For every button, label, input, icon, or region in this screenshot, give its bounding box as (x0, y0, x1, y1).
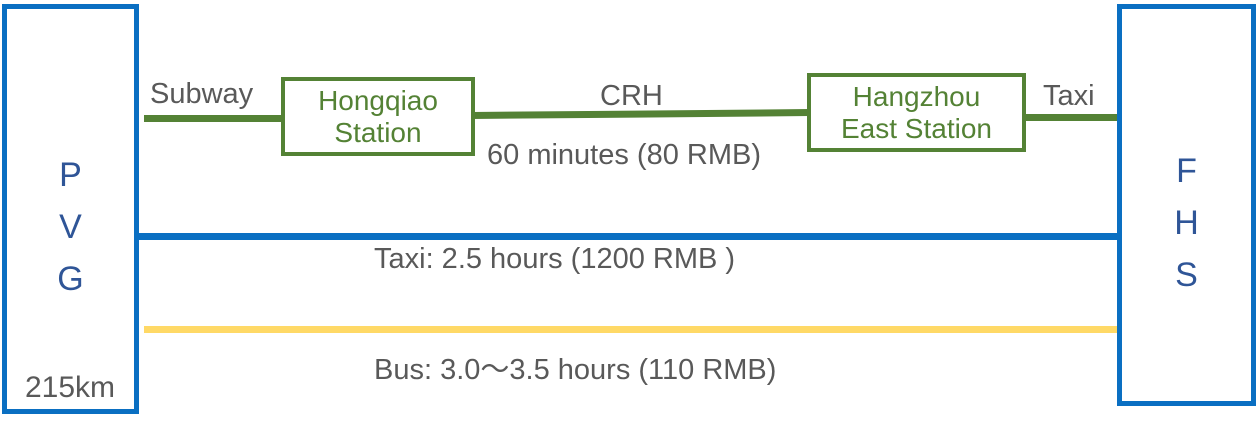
destination-box-fhs: F H S (1117, 4, 1256, 406)
station-hangzhou-east: Hangzhou East Station (807, 73, 1026, 152)
origin-code: P V G (7, 149, 134, 305)
destination-letter: F (1176, 152, 1197, 190)
taxi-route-label: Taxi: 2.5 hours (1200 RMB ) (374, 243, 736, 275)
crh-label: CRH (600, 80, 663, 112)
station-name-line: Hongqiao (318, 84, 438, 116)
origin-box-pvg: P V G 215km (2, 4, 139, 414)
bus-route-line (144, 326, 1117, 333)
subway-label: Subway (150, 78, 254, 110)
destination-letter: S (1175, 256, 1198, 294)
bus-route-label: Bus: 3.0～3.5 hours (110 RMB) (374, 354, 777, 386)
taxi-leg-route-line (1024, 114, 1117, 121)
station-name-line: East Station (841, 112, 992, 144)
taxi-route-line (139, 233, 1119, 240)
destination-letter: H (1174, 204, 1199, 242)
taxi-leg-label: Taxi (1043, 80, 1095, 112)
station-hongqiao: Hongqiao Station (281, 77, 475, 156)
station-name-line: Hangzhou (852, 80, 981, 112)
subway-route-line (144, 115, 284, 122)
origin-letter: V (59, 208, 82, 246)
distance-label: 215km (25, 371, 116, 404)
crh-time-label: 60 minutes (80 RMB) (487, 139, 761, 171)
origin-letter: P (59, 156, 82, 194)
origin-letter: G (57, 260, 84, 298)
destination-code: F H S (1122, 145, 1251, 301)
station-name-line: Station (334, 116, 422, 148)
